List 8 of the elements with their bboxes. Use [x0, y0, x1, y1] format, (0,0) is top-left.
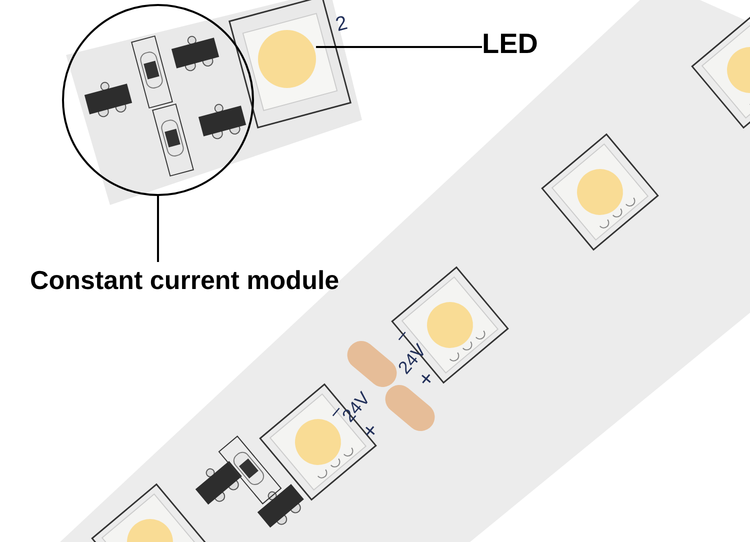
- callout-label: Constant current module: [30, 262, 380, 298]
- strip-marking: +: [358, 419, 383, 443]
- leader-line: [316, 46, 482, 48]
- strip-marking: +: [414, 367, 439, 391]
- leader-line: [157, 196, 159, 262]
- callout-label: LED: [482, 24, 562, 64]
- strip-marking: 2: [334, 12, 350, 36]
- strip-marking: –: [390, 325, 412, 345]
